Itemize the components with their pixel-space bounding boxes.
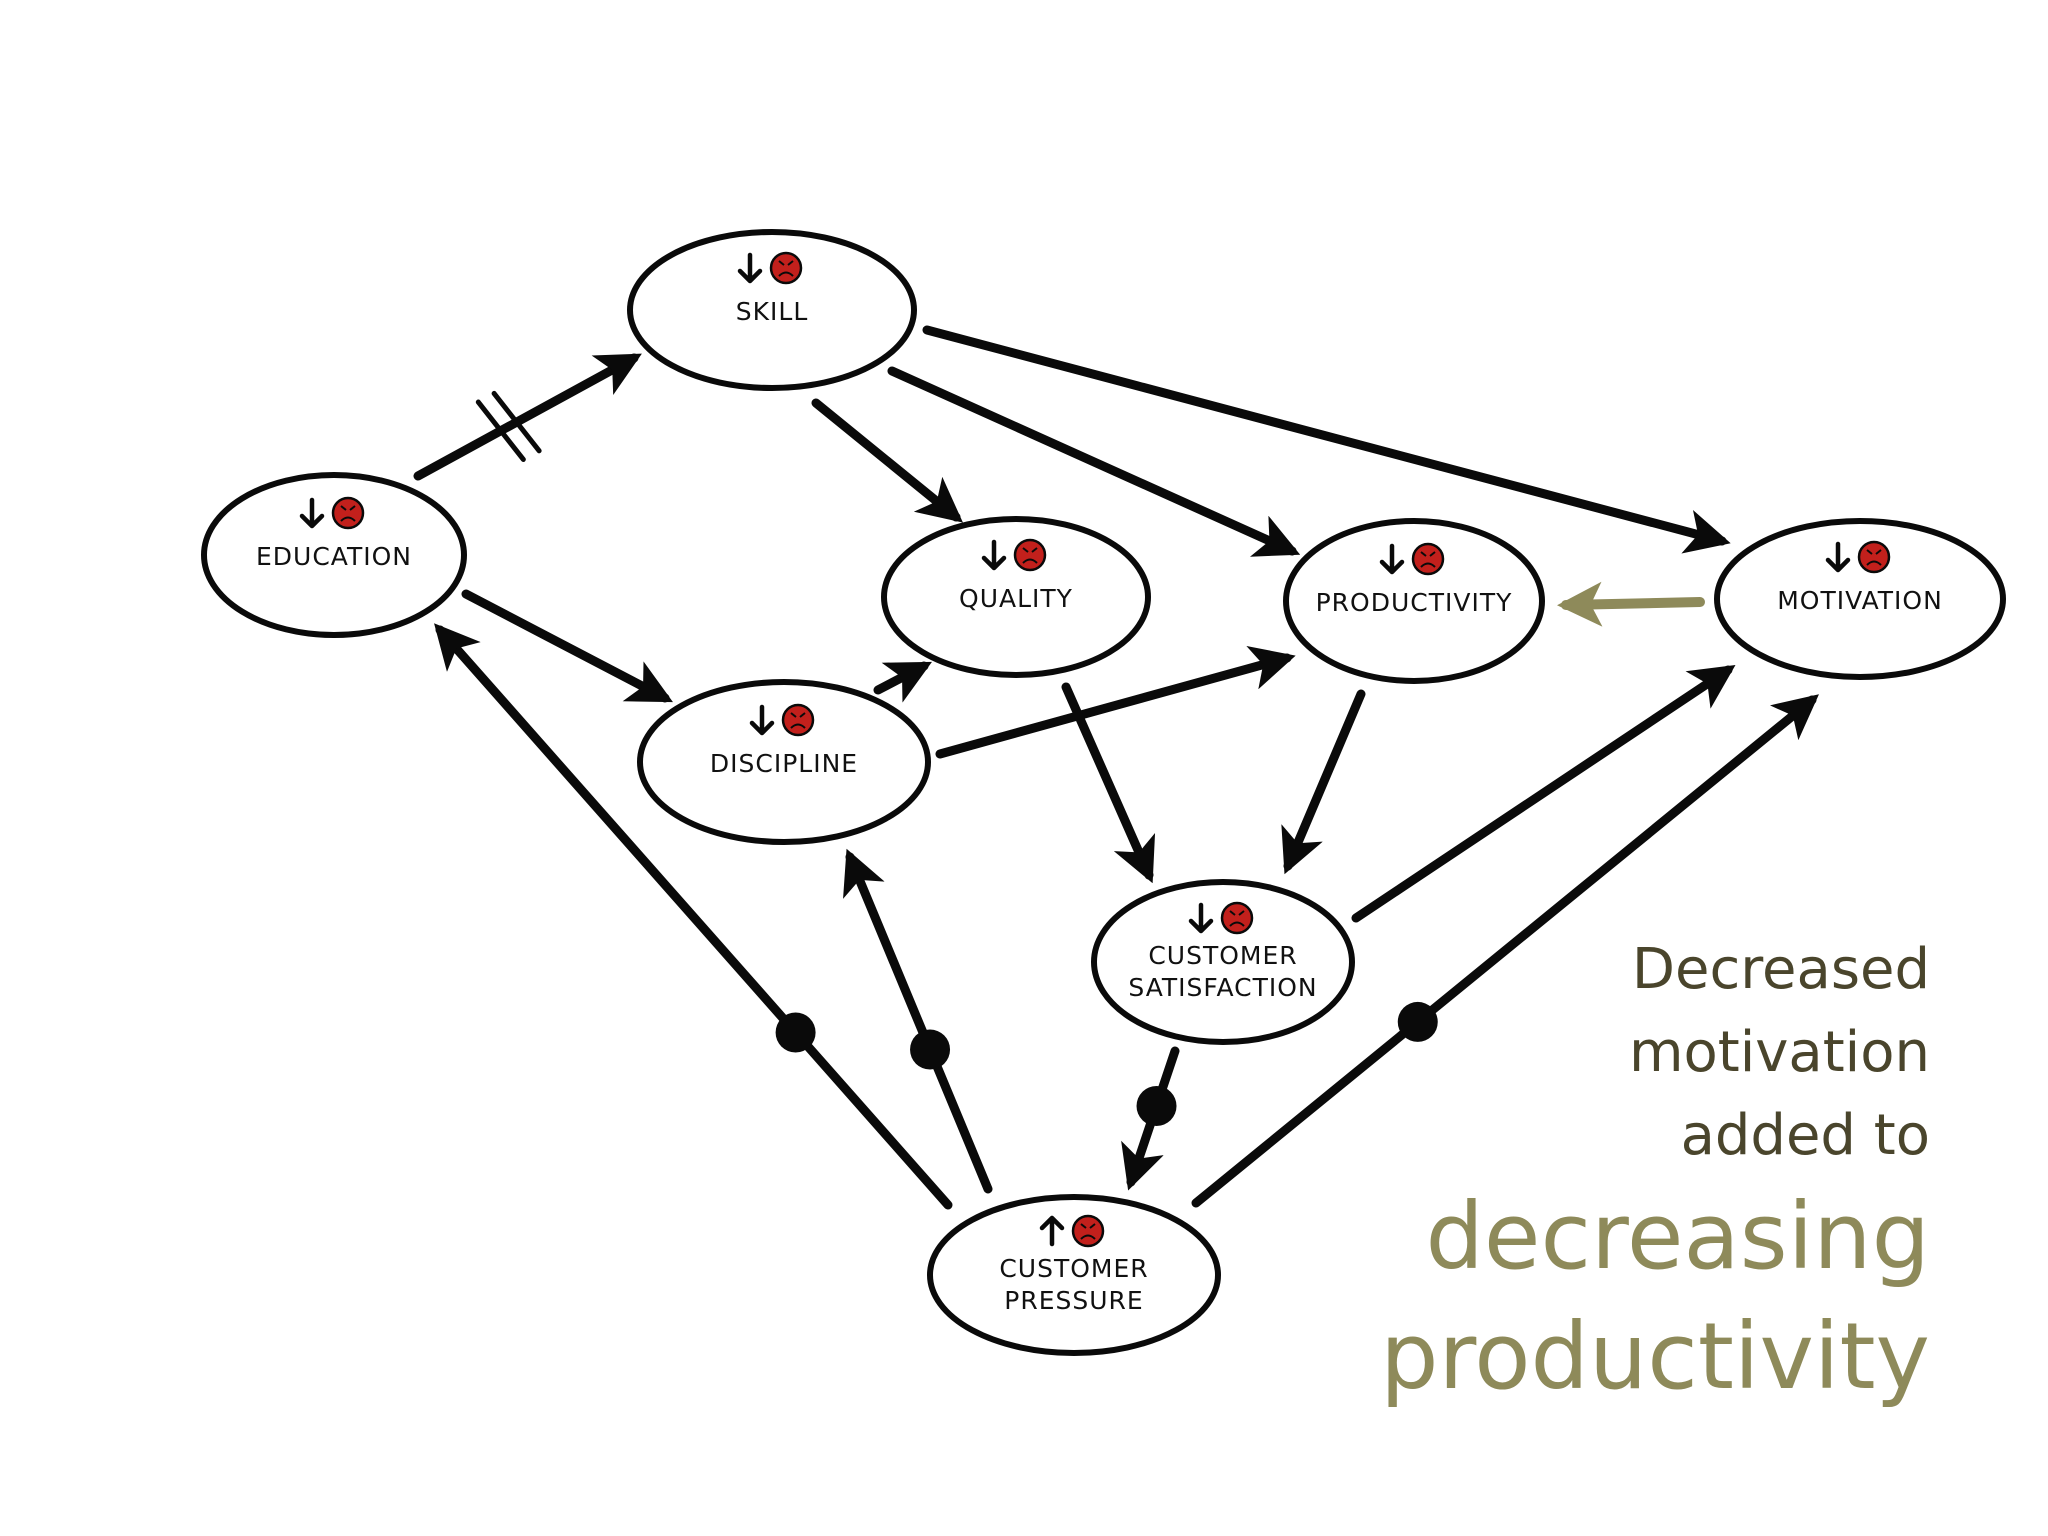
node-productivity: PRODUCTIVITY: [1283, 518, 1545, 684]
node-label: CUSTOMER: [1148, 941, 1297, 970]
edge-quality-to-customer-satisfaction: [1061, 682, 1156, 884]
arrow-up-icon: [1039, 1215, 1065, 1247]
caption-line-4: decreasing: [1425, 1183, 1930, 1290]
node-ellipse: [627, 229, 917, 391]
node-education: EDUCATION: [201, 472, 467, 638]
node-label: SKILL: [736, 297, 809, 326]
caption-line-1: Decreased: [1631, 937, 1930, 1002]
edge-customer-pressure-to-motivation: [1191, 694, 1819, 1208]
edge-skill-to-productivity: [887, 366, 1301, 557]
delay-marker-icon: [475, 390, 542, 462]
edge-discipline-to-quality: [873, 661, 932, 703]
edge-customer-pressure-to-education: [434, 623, 953, 1210]
node-ellipse: [1091, 879, 1355, 1045]
node-customer-pressure: CUSTOMER PRESSURE: [927, 1194, 1221, 1356]
edge-skill-to-motivation: [922, 325, 1731, 554]
sad-face-icon: [1013, 538, 1047, 572]
node-ellipse: [1714, 518, 2006, 680]
caption-line-5: productivity: [1380, 1303, 1930, 1410]
edge-discipline-to-productivity: [935, 645, 1296, 759]
node-ellipse: [1283, 518, 1545, 684]
sad-face-icon: [769, 251, 803, 285]
sad-face-icon: [1411, 542, 1445, 576]
node-label: DISCIPLINE: [710, 749, 858, 778]
inverse-link-dot-icon: [910, 1029, 951, 1070]
sad-face-icon: [331, 496, 365, 530]
node-ellipse: [637, 679, 931, 845]
arrow-down-icon: [1188, 902, 1214, 934]
node-motivation: MOTIVATION: [1714, 518, 2006, 680]
node-label: CUSTOMER: [999, 1254, 1148, 1283]
caption-line-3: added to: [1680, 1103, 1930, 1168]
node-quality: QUALITY: [881, 516, 1151, 678]
node-label: EDUCATION: [256, 542, 412, 571]
edge-education-to-discipline: [461, 589, 673, 703]
node-discipline: DISCIPLINE: [637, 679, 931, 845]
inverse-link-dot-icon: [1136, 1086, 1177, 1127]
node-customer-satisfaction: CUSTOMER SATISFACTION: [1091, 879, 1355, 1045]
edge-education-to-skill: [413, 353, 642, 481]
inverse-link-dot-icon: [1397, 1001, 1438, 1042]
arrow-down-icon: [981, 539, 1007, 571]
arrow-down-icon: [749, 704, 775, 736]
node-ellipse: [201, 472, 467, 638]
edge-customer-satisfaction-to-motivation: [1351, 665, 1736, 923]
caption: Decreased motivation added to decreasing…: [1380, 928, 1930, 1417]
arrow-down-icon: [299, 497, 325, 529]
edge-customer-pressure-to-discipline: [843, 848, 993, 1194]
sad-face-icon: [781, 703, 815, 737]
caption-line-2: motivation: [1628, 1020, 1930, 1085]
edge-motivation-to-productivity: [1557, 581, 1705, 627]
node-label: SATISFACTION: [1128, 973, 1317, 1002]
edge-productivity-to-customer-satisfaction: [1281, 689, 1366, 875]
sad-face-icon: [1857, 540, 1891, 574]
inverse-link-dot-icon: [775, 1012, 816, 1053]
arrow-down-icon: [1825, 541, 1851, 573]
node-label: MOTIVATION: [1777, 586, 1943, 615]
sad-face-icon: [1071, 1214, 1105, 1248]
node-ellipse: [881, 516, 1151, 678]
arrow-down-icon: [737, 252, 763, 284]
edge-skill-to-quality: [811, 398, 963, 523]
sad-face-icon: [1220, 901, 1254, 935]
node-ellipse: [927, 1194, 1221, 1356]
node-skill: SKILL: [627, 229, 917, 391]
arrow-down-icon: [1379, 543, 1405, 575]
node-label: QUALITY: [959, 584, 1073, 613]
node-label: PRESSURE: [1004, 1286, 1143, 1315]
node-label: PRODUCTIVITY: [1316, 588, 1513, 617]
